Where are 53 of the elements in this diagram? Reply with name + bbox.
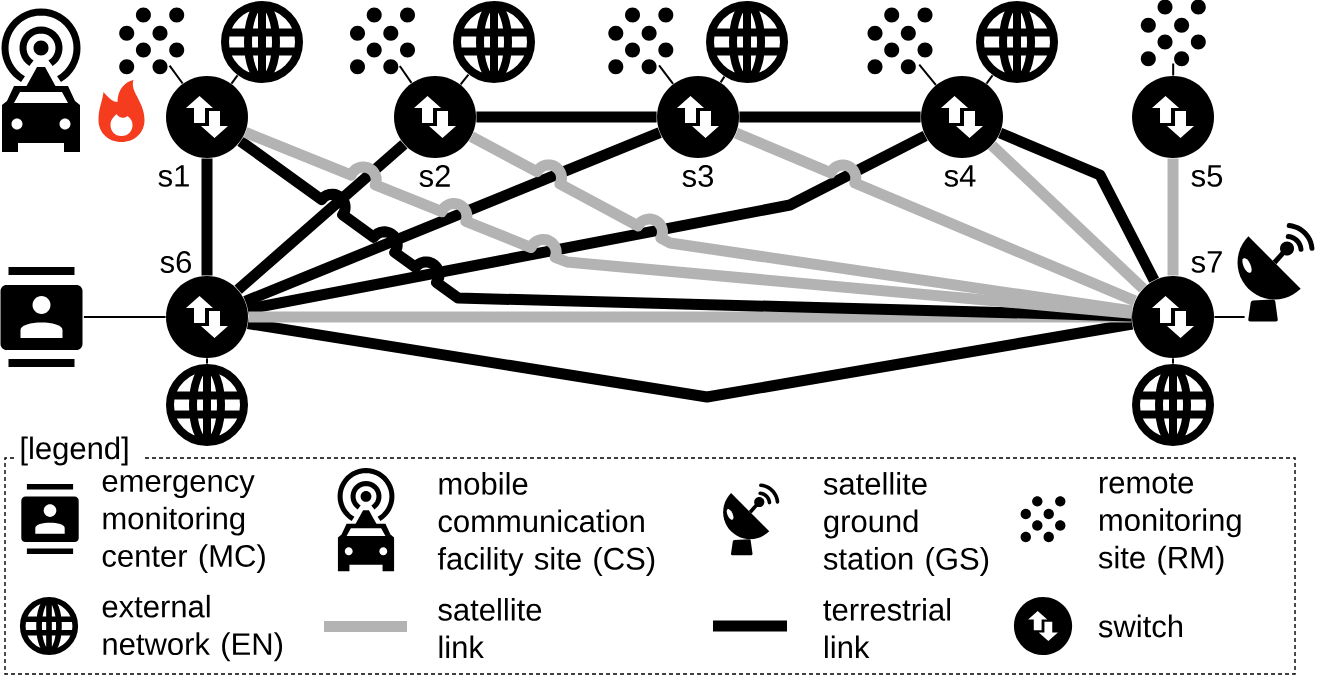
switch-label: s1: [158, 165, 189, 187]
globe-icon: [453, 1, 535, 83]
car-antenna-icon: [1, 8, 81, 152]
switch-label: s2: [419, 165, 450, 187]
globe-icon: [976, 1, 1058, 83]
switch-label: s5: [1191, 165, 1223, 187]
link-line: [739, 111, 921, 123]
switch-label: s4: [944, 165, 976, 187]
dot-cluster-icon: [1140, 0, 1206, 67]
link-line: [201, 158, 213, 276]
dot-cluster-icon: [119, 7, 185, 75]
globe-icon: [221, 1, 303, 83]
connector-line: [1172, 62, 1175, 77]
switch-label: s7: [1191, 251, 1222, 273]
connector-line: [1213, 316, 1246, 318]
dot-cluster-icon: [608, 7, 674, 75]
dot-cluster-icon: [867, 7, 933, 75]
connector-line: [719, 75, 726, 84]
link-line: [243, 127, 662, 307]
link-line: [1167, 158, 1179, 276]
globe-icon: [166, 364, 248, 446]
link-line: [998, 127, 1159, 283]
connector-line: [985, 74, 994, 85]
person-card-icon: [0, 267, 83, 367]
connector-line: [398, 65, 413, 84]
link-line: [734, 128, 1137, 306]
connector-line: [658, 64, 675, 85]
legend-label: satellite ground station (GS): [823, 472, 989, 576]
legend-label: satellite link: [438, 598, 542, 658]
connector-line: [918, 63, 937, 86]
legend-label: switch: [1098, 614, 1182, 638]
connector-line: [206, 357, 208, 365]
switch-label: s3: [682, 165, 713, 187]
globe-icon: [706, 1, 788, 83]
link-line: [468, 131, 1133, 317]
legend-label: remote monitoring site (RM): [1098, 473, 1241, 575]
legend-label: mobile communication facility site (CS): [437, 472, 655, 576]
connector-line: [1172, 357, 1174, 365]
connector-line: [82, 316, 167, 318]
dot-cluster-icon: [350, 7, 415, 75]
connector-line: [230, 74, 239, 85]
legend-label: external network (EN): [102, 594, 283, 662]
link-line: [248, 311, 1132, 323]
connector-line: [168, 64, 184, 85]
legend-label: emergency monitoring center (MC): [102, 474, 265, 574]
link-line: [988, 141, 1147, 293]
satellite-dish-icon: [1237, 223, 1315, 322]
link-line: [476, 111, 657, 123]
globe-icon: [1132, 364, 1214, 446]
connector-line: [459, 73, 470, 86]
legend-label: terrestrial link: [823, 598, 950, 658]
switch-label: s6: [160, 251, 191, 273]
legend-title: [legend]: [21, 436, 128, 466]
